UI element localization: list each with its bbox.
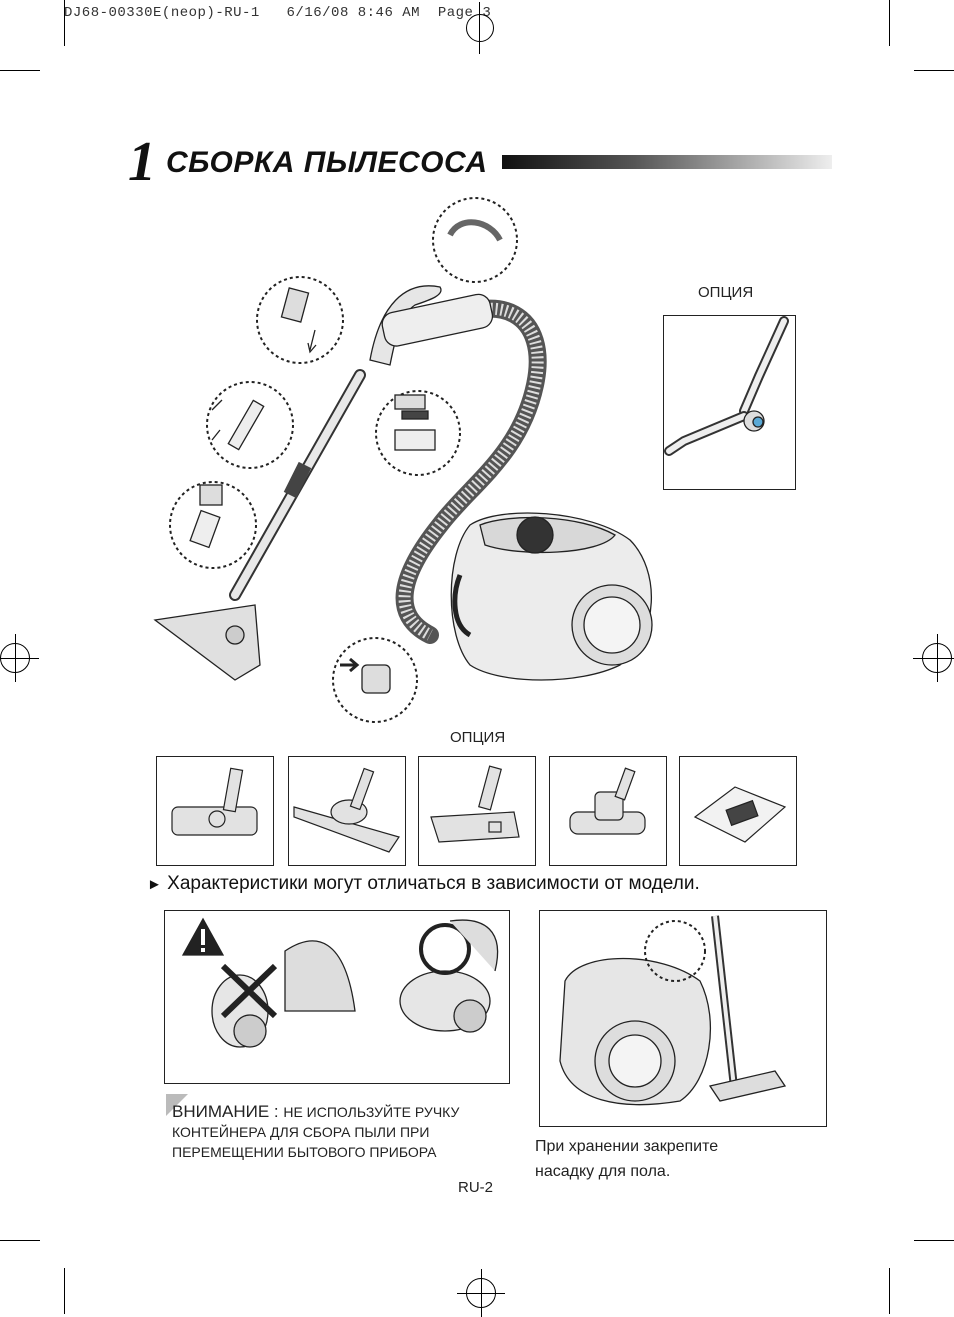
register-mark-bottom — [457, 1269, 505, 1317]
print-header-register-mark — [466, 14, 494, 42]
note-marker: ► — [147, 876, 162, 893]
warning-illustration-frame — [164, 910, 510, 1084]
combination-floor-brush-icon — [430, 765, 520, 843]
header-register-line-v — [479, 2, 480, 54]
storage-note-line-2: насадку для пола. — [535, 1163, 671, 1180]
crop-mark — [914, 1240, 954, 1241]
turbo-floor-brush-icon — [171, 767, 258, 836]
accessory-turbo-floor-brush — [156, 756, 274, 866]
accessory-dust-bag — [679, 756, 797, 866]
warning-separator: : — [269, 1102, 284, 1121]
option-pipe-frame — [663, 315, 796, 490]
note-text: Характеристики могут отличаться в зависи… — [167, 873, 700, 894]
register-mark-left — [0, 634, 39, 682]
crop-mark — [914, 70, 954, 71]
parquet-brush-icon — [293, 767, 400, 853]
crop-mark — [64, 0, 65, 46]
section-number: 1 — [128, 131, 156, 193]
storage-illustration-frame — [539, 910, 827, 1127]
warning-line-1: НЕ ИСПОЛЬЗУЙТЕ РУЧКУ — [283, 1104, 460, 1120]
title-gradient-bar — [502, 155, 832, 169]
crop-mark — [0, 70, 40, 71]
option-label-top: ОПЦИЯ — [698, 284, 754, 301]
page-number: RU-2 — [458, 1179, 494, 1196]
dust-bag-icon — [693, 786, 787, 843]
crop-mark — [889, 0, 890, 46]
warning-line-3: ПЕРЕМЕЩЕНИИ БЫТОВОГО ПРИБОРА — [172, 1144, 437, 1160]
storage-note-line-1: При хранении закрепите — [535, 1138, 719, 1155]
warning-corner-triangle — [166, 1094, 188, 1116]
accessory-combination-brush — [418, 756, 536, 866]
mini-turbo-brush-icon — [569, 767, 646, 835]
storage-illustration — [559, 915, 787, 1106]
register-mark-right — [913, 634, 954, 682]
vacuum-assembly-illustration — [153, 197, 653, 723]
carry-warning-illustration — [181, 917, 499, 1048]
storage-note: При хранении закрепите насадку для пола. — [535, 1134, 718, 1184]
crop-mark — [64, 1268, 65, 1314]
model-variation-note: ► Характеристики могут отличаться в зави… — [147, 873, 700, 895]
page-title: СБОРКА ПЫЛЕСОСА — [166, 146, 488, 179]
accessory-parquet-brush — [288, 756, 406, 866]
warning-text: ВНИМАНИЕ : НЕ ИСПОЛЬЗУЙТЕ РУЧКУ КОНТЕЙНЕ… — [172, 1102, 459, 1162]
print-header: DJ68-00330E(neop)-RU-1 6/16/08 8:46 AM P… — [64, 5, 492, 21]
crop-mark — [889, 1268, 890, 1314]
option-label-bottom: ОПЦИЯ — [450, 729, 506, 746]
crop-mark — [0, 1240, 40, 1241]
warning-line-2: КОНТЕЙНЕРА ДЛЯ СБОРА ПЫЛИ ПРИ — [172, 1124, 430, 1140]
warning-heading: ВНИМАНИЕ — [172, 1102, 270, 1121]
accessory-mini-turbo-brush — [549, 756, 667, 866]
option-pipe-illustration — [664, 316, 789, 456]
